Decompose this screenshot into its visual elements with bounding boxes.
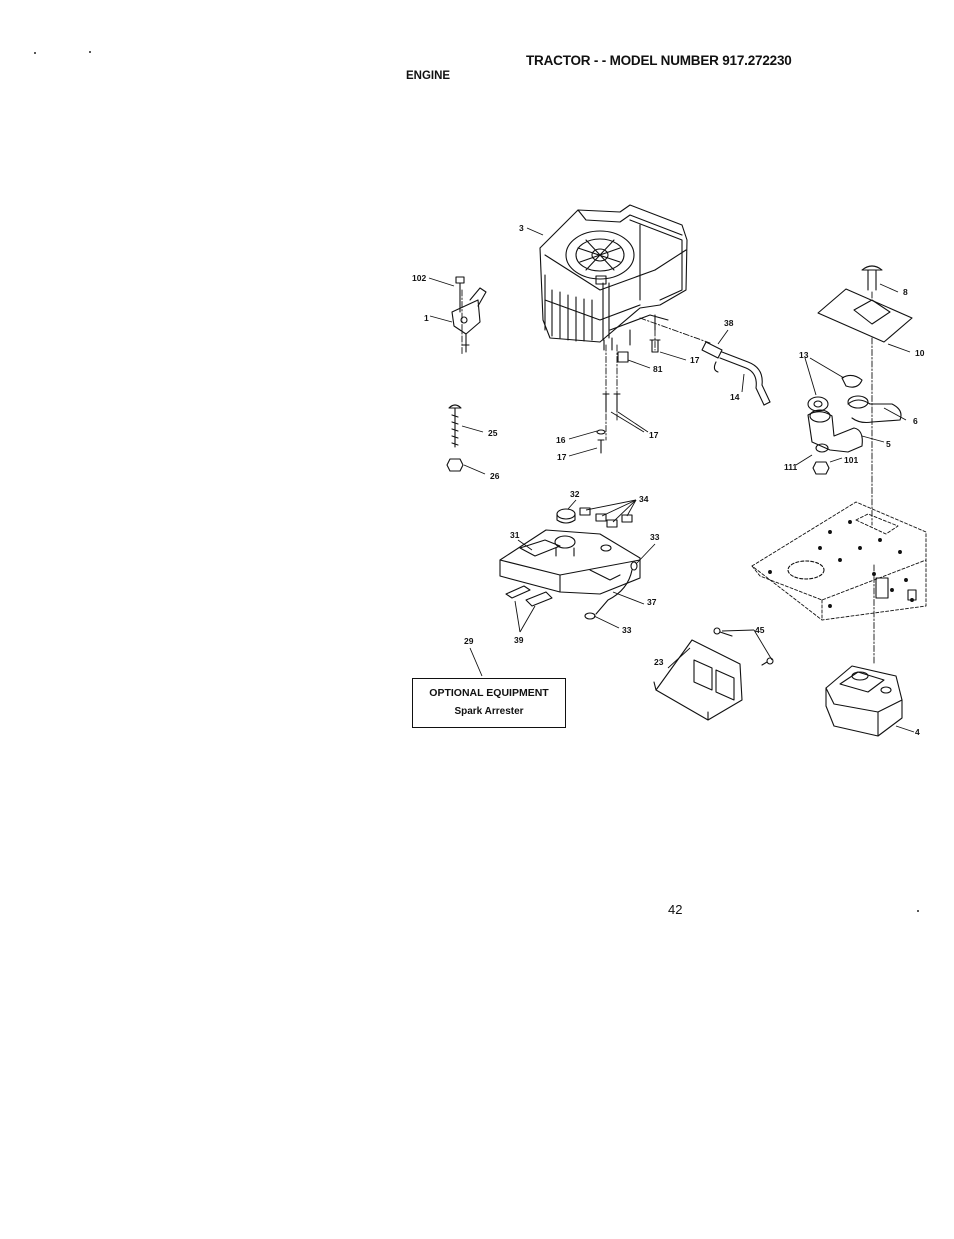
page-title: TRACTOR - - MODEL NUMBER 917.272230 <box>526 53 792 68</box>
callout-3: 3 <box>519 223 524 233</box>
callout-labels: 3 102 1 38 17 81 14 8 10 13 6 5 111 101 … <box>412 223 925 737</box>
callout-33: 33 <box>650 532 660 542</box>
section-title: ENGINE <box>406 70 451 82</box>
callout-8: 8 <box>903 287 908 297</box>
callout-102: 102 <box>412 273 426 283</box>
callout-34: 34 <box>639 494 649 504</box>
callout-17b: 17 <box>557 452 567 462</box>
callout-45: 45 <box>755 625 765 635</box>
callout-111: 111 <box>784 462 798 472</box>
muffler-shield-drawing <box>653 627 774 721</box>
heat-shield-drawing <box>817 265 913 343</box>
callout-31: 31 <box>510 530 520 540</box>
callout-25: 25 <box>488 428 498 438</box>
callout-23: 23 <box>654 657 664 667</box>
scan-speck <box>34 52 36 54</box>
nut-26-drawing <box>446 458 464 472</box>
callout-17: 17 <box>690 355 700 365</box>
scan-speck <box>89 51 91 53</box>
optional-equipment-box: OPTIONAL EQUIPMENT Spark Arrester <box>412 678 566 728</box>
callout-26: 26 <box>490 471 500 481</box>
leader-lines <box>428 227 915 733</box>
exhaust-pipes-drawing <box>807 374 902 475</box>
callout-5: 5 <box>886 439 891 449</box>
callout-38: 38 <box>724 318 734 328</box>
callout-14: 14 <box>730 392 740 402</box>
callout-29: 29 <box>464 636 474 646</box>
callout-39: 39 <box>514 635 524 645</box>
optional-equipment-title: OPTIONAL EQUIPMENT <box>429 687 549 699</box>
callout-81: 81 <box>653 364 663 374</box>
scan-speck <box>917 910 919 912</box>
callout-10: 10 <box>915 348 925 358</box>
foam-elements-drawing <box>505 585 553 607</box>
page-number: 42 <box>668 902 683 917</box>
engine-drawing <box>539 204 688 351</box>
callout-17c: 17 <box>649 430 659 440</box>
callout-37: 37 <box>647 597 657 607</box>
callout-33b: 33 <box>622 625 632 635</box>
callout-1: 1 <box>424 313 429 323</box>
optional-equipment-item: Spark Arrester <box>454 706 524 717</box>
callout-6: 6 <box>913 416 918 426</box>
bolt-25-drawing <box>448 404 462 448</box>
throttle-bracket-drawing <box>451 276 487 353</box>
frame-drawing <box>751 501 927 621</box>
fuel-line-drawing <box>701 341 771 406</box>
engine-bolts-drawing <box>596 339 661 454</box>
muffler-drawing <box>825 665 903 737</box>
callout-13: 13 <box>799 350 809 360</box>
callout-16: 16 <box>556 435 566 445</box>
air-cleaner-drawing <box>499 507 641 595</box>
frame-holes-drawing <box>768 520 917 608</box>
callout-32: 32 <box>570 489 580 499</box>
callout-4: 4 <box>915 727 920 737</box>
callout-101: 101 <box>844 455 858 465</box>
